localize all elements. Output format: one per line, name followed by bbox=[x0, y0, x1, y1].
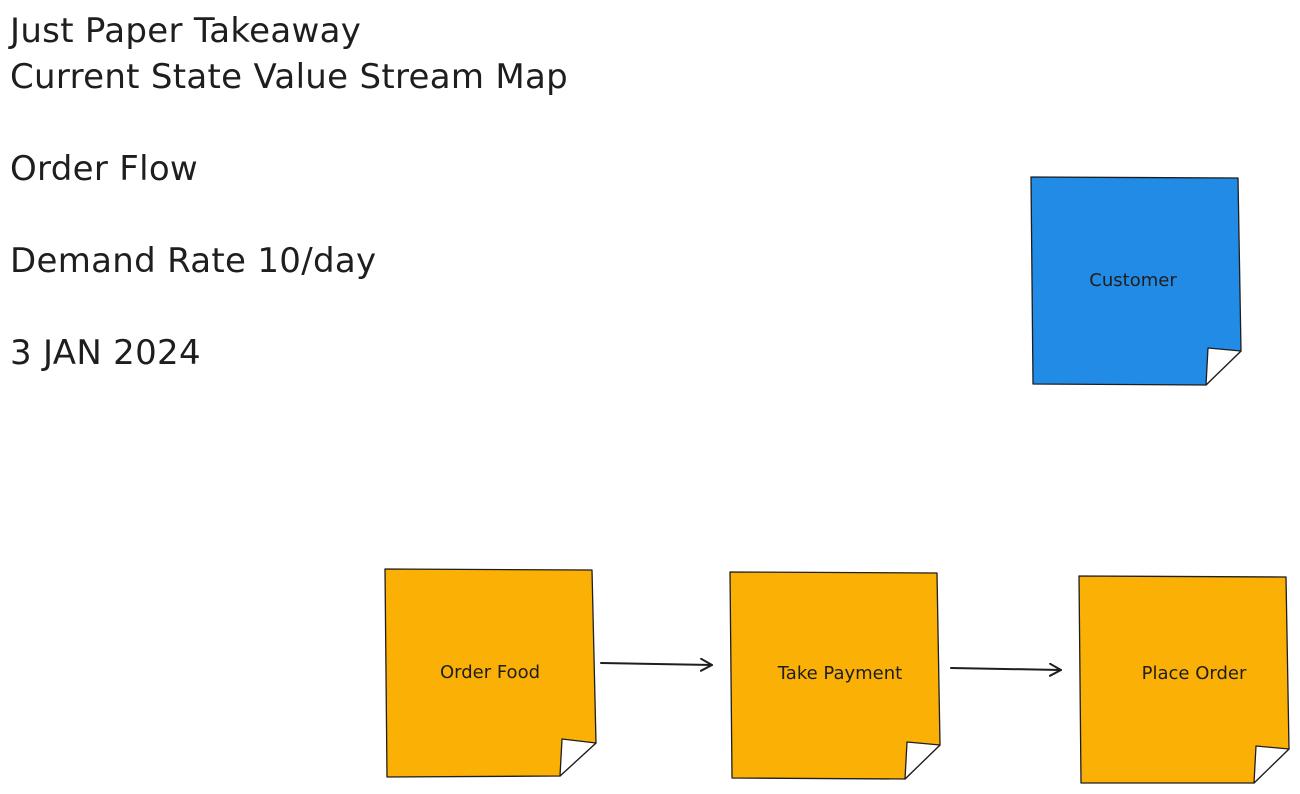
customer-note-label: Customer bbox=[1089, 270, 1177, 291]
diagram-title: Just Paper Takeaway bbox=[10, 11, 362, 51]
place-order-note-fold bbox=[1253, 745, 1290, 784]
customer-note[interactable]: Customer bbox=[1030, 176, 1242, 386]
diagram-subtitle: Current State Value Stream Map bbox=[10, 57, 569, 97]
arrow-take-payment-to-place-order[interactable] bbox=[950, 662, 1062, 677]
flow-name: Order Flow bbox=[10, 149, 199, 189]
place-order-note[interactable]: Place Order bbox=[1078, 575, 1290, 784]
demand-rate: Demand Rate 10/day bbox=[10, 241, 377, 281]
arrow-order-food-to-take-payment[interactable] bbox=[600, 657, 713, 672]
place-order-note-label: Place Order bbox=[1142, 663, 1247, 684]
order-food-note-fold bbox=[559, 738, 597, 777]
take-payment-note-label: Take Payment bbox=[777, 663, 902, 684]
order-food-note[interactable]: Order Food bbox=[384, 568, 597, 778]
customer-note-fold bbox=[1205, 347, 1242, 386]
take-payment-note[interactable]: Take Payment bbox=[729, 571, 941, 780]
diagram-header: Just Paper Takeaway Current State Value … bbox=[10, 8, 568, 376]
take-payment-note-fold bbox=[904, 741, 941, 780]
diagram-date: 3 JAN 2024 bbox=[10, 333, 201, 373]
order-food-note-label: Order Food bbox=[440, 662, 540, 683]
